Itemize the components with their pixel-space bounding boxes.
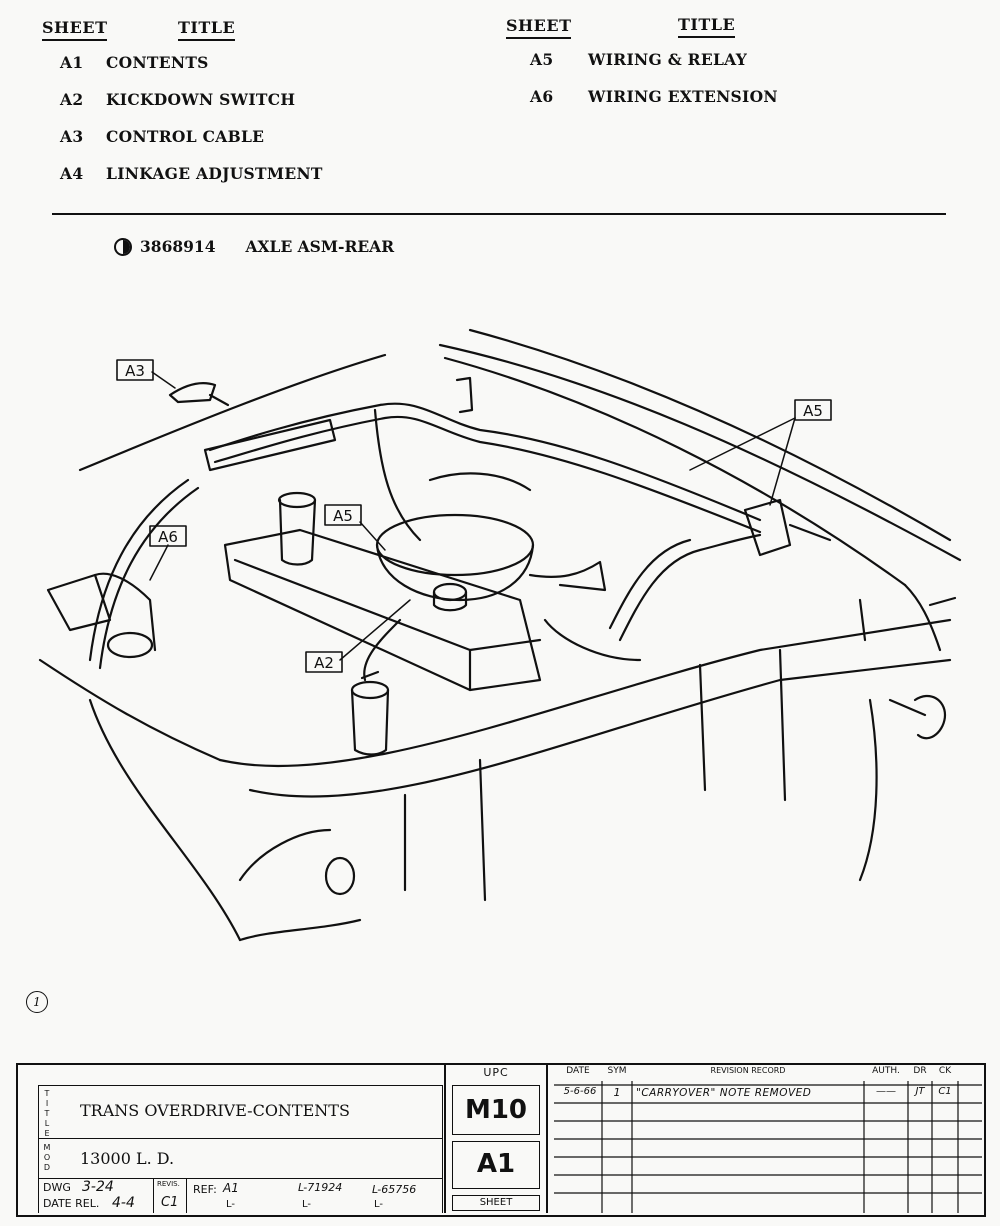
rev-row-date: 5-6-66 <box>563 1086 597 1097</box>
engine-bay-illustration: A3 A5 A5 A6 A2 <box>38 328 962 942</box>
ref-l3: L- <box>226 1199 236 1210</box>
part-line: 3868914 AXLE ASM-REAR <box>114 237 394 256</box>
revision-value: C1 <box>161 1195 179 1210</box>
callout-a6: A6 <box>149 525 187 547</box>
rev-header-record: REVISION RECORD <box>710 1066 786 1075</box>
dwg-label: DWG <box>43 1181 71 1194</box>
rev-header-date: DATE <box>566 1066 590 1076</box>
sheet-value: A1 <box>476 1149 516 1179</box>
sheet-title: KICKDOWN SWITCH <box>106 90 296 109</box>
part-symbol-icon <box>114 238 132 256</box>
callout-a3-label: A3 <box>125 362 145 380</box>
rev-row-ck: C1 <box>938 1086 952 1097</box>
part-description: AXLE ASM-REAR <box>245 237 395 256</box>
sheet-header-left: SHEET <box>42 18 108 41</box>
rev-header-sym: SYM <box>607 1066 627 1076</box>
contents-row: A2 KICKDOWN SWITCH <box>60 90 295 109</box>
contents-row: A6 WIRING EXTENSION <box>530 87 778 106</box>
dwg-value: 3-24 <box>82 1179 114 1195</box>
rev-header-ck: CK <box>938 1066 952 1076</box>
revision-grid <box>554 1081 982 1213</box>
sheet-number: A3 <box>60 127 84 146</box>
sheet-label: SHEET <box>452 1195 540 1211</box>
title-header-right: TITLE <box>678 15 736 38</box>
ref-label: REF: <box>193 1183 217 1196</box>
callout-a5-mid: A5 <box>324 504 362 526</box>
revision-label: REVIS. <box>157 1180 180 1188</box>
contents-row: A3 CONTROL CABLE <box>60 127 264 146</box>
drawing-title: TRANS OVERDRIVE-CONTENTS <box>80 1101 350 1120</box>
rev-header-auth: AUTH. <box>872 1066 900 1076</box>
callout-a2-label: A2 <box>314 654 334 672</box>
rev-row-sym: 1 <box>613 1086 621 1099</box>
divider-rule <box>52 213 946 215</box>
ref-value: A1 <box>223 1181 239 1195</box>
sheet-title: LINKAGE ADJUSTMENT <box>106 164 323 183</box>
rev-header-dr: DR <box>913 1066 927 1076</box>
title-header-left: TITLE <box>178 18 236 41</box>
rev-row-record: "CARRYOVER" NOTE REMOVED <box>636 1087 812 1099</box>
sheet-title: CONTROL CABLE <box>106 127 265 146</box>
contents-row: A1 CONTENTS <box>60 53 209 72</box>
callout-a3: A3 <box>116 359 154 381</box>
date-rel-value: 4-4 <box>112 1195 135 1211</box>
upc-label: UPC <box>483 1066 509 1079</box>
sheet-title: CONTENTS <box>106 53 209 72</box>
contents-row: A4 LINKAGE ADJUSTMENT <box>60 164 323 183</box>
sheet-header-right: SHEET <box>506 16 572 39</box>
model-value: 13000 L. D. <box>80 1149 175 1168</box>
view-reference-circle: 1 <box>26 991 48 1013</box>
sheet-title: WIRING EXTENSION <box>588 87 778 106</box>
rev-row-auth: —— <box>876 1086 896 1097</box>
contents-row: A5 WIRING & RELAY <box>530 50 747 69</box>
date-rel-label: DATE REL. <box>43 1197 100 1210</box>
upc-value: M10 <box>464 1095 528 1125</box>
sheet-number: A2 <box>60 90 84 109</box>
sheet-number: A6 <box>530 87 554 106</box>
mod-cell <box>38 1139 443 1179</box>
sheet-number: A4 <box>60 164 84 183</box>
callout-a6-label: A6 <box>158 528 178 546</box>
ref-l5: L- <box>374 1199 384 1210</box>
sheet-number: A5 <box>530 50 554 69</box>
callout-a5-top: A5 <box>794 399 832 421</box>
sheet-title: WIRING & RELAY <box>588 50 748 69</box>
part-number: 3868914 <box>140 237 216 256</box>
ref-l1: L-71924 <box>298 1181 343 1194</box>
title-cell <box>38 1085 443 1139</box>
callout-a5-mid-label: A5 <box>333 507 353 525</box>
ref-l2: L-65756 <box>372 1183 417 1196</box>
callout-a5-top-label: A5 <box>803 402 823 420</box>
callout-a2: A2 <box>305 651 343 673</box>
ref-l4: L- <box>302 1199 312 1210</box>
rev-row-dr: JT <box>915 1086 925 1097</box>
sheet-number: A1 <box>60 53 84 72</box>
